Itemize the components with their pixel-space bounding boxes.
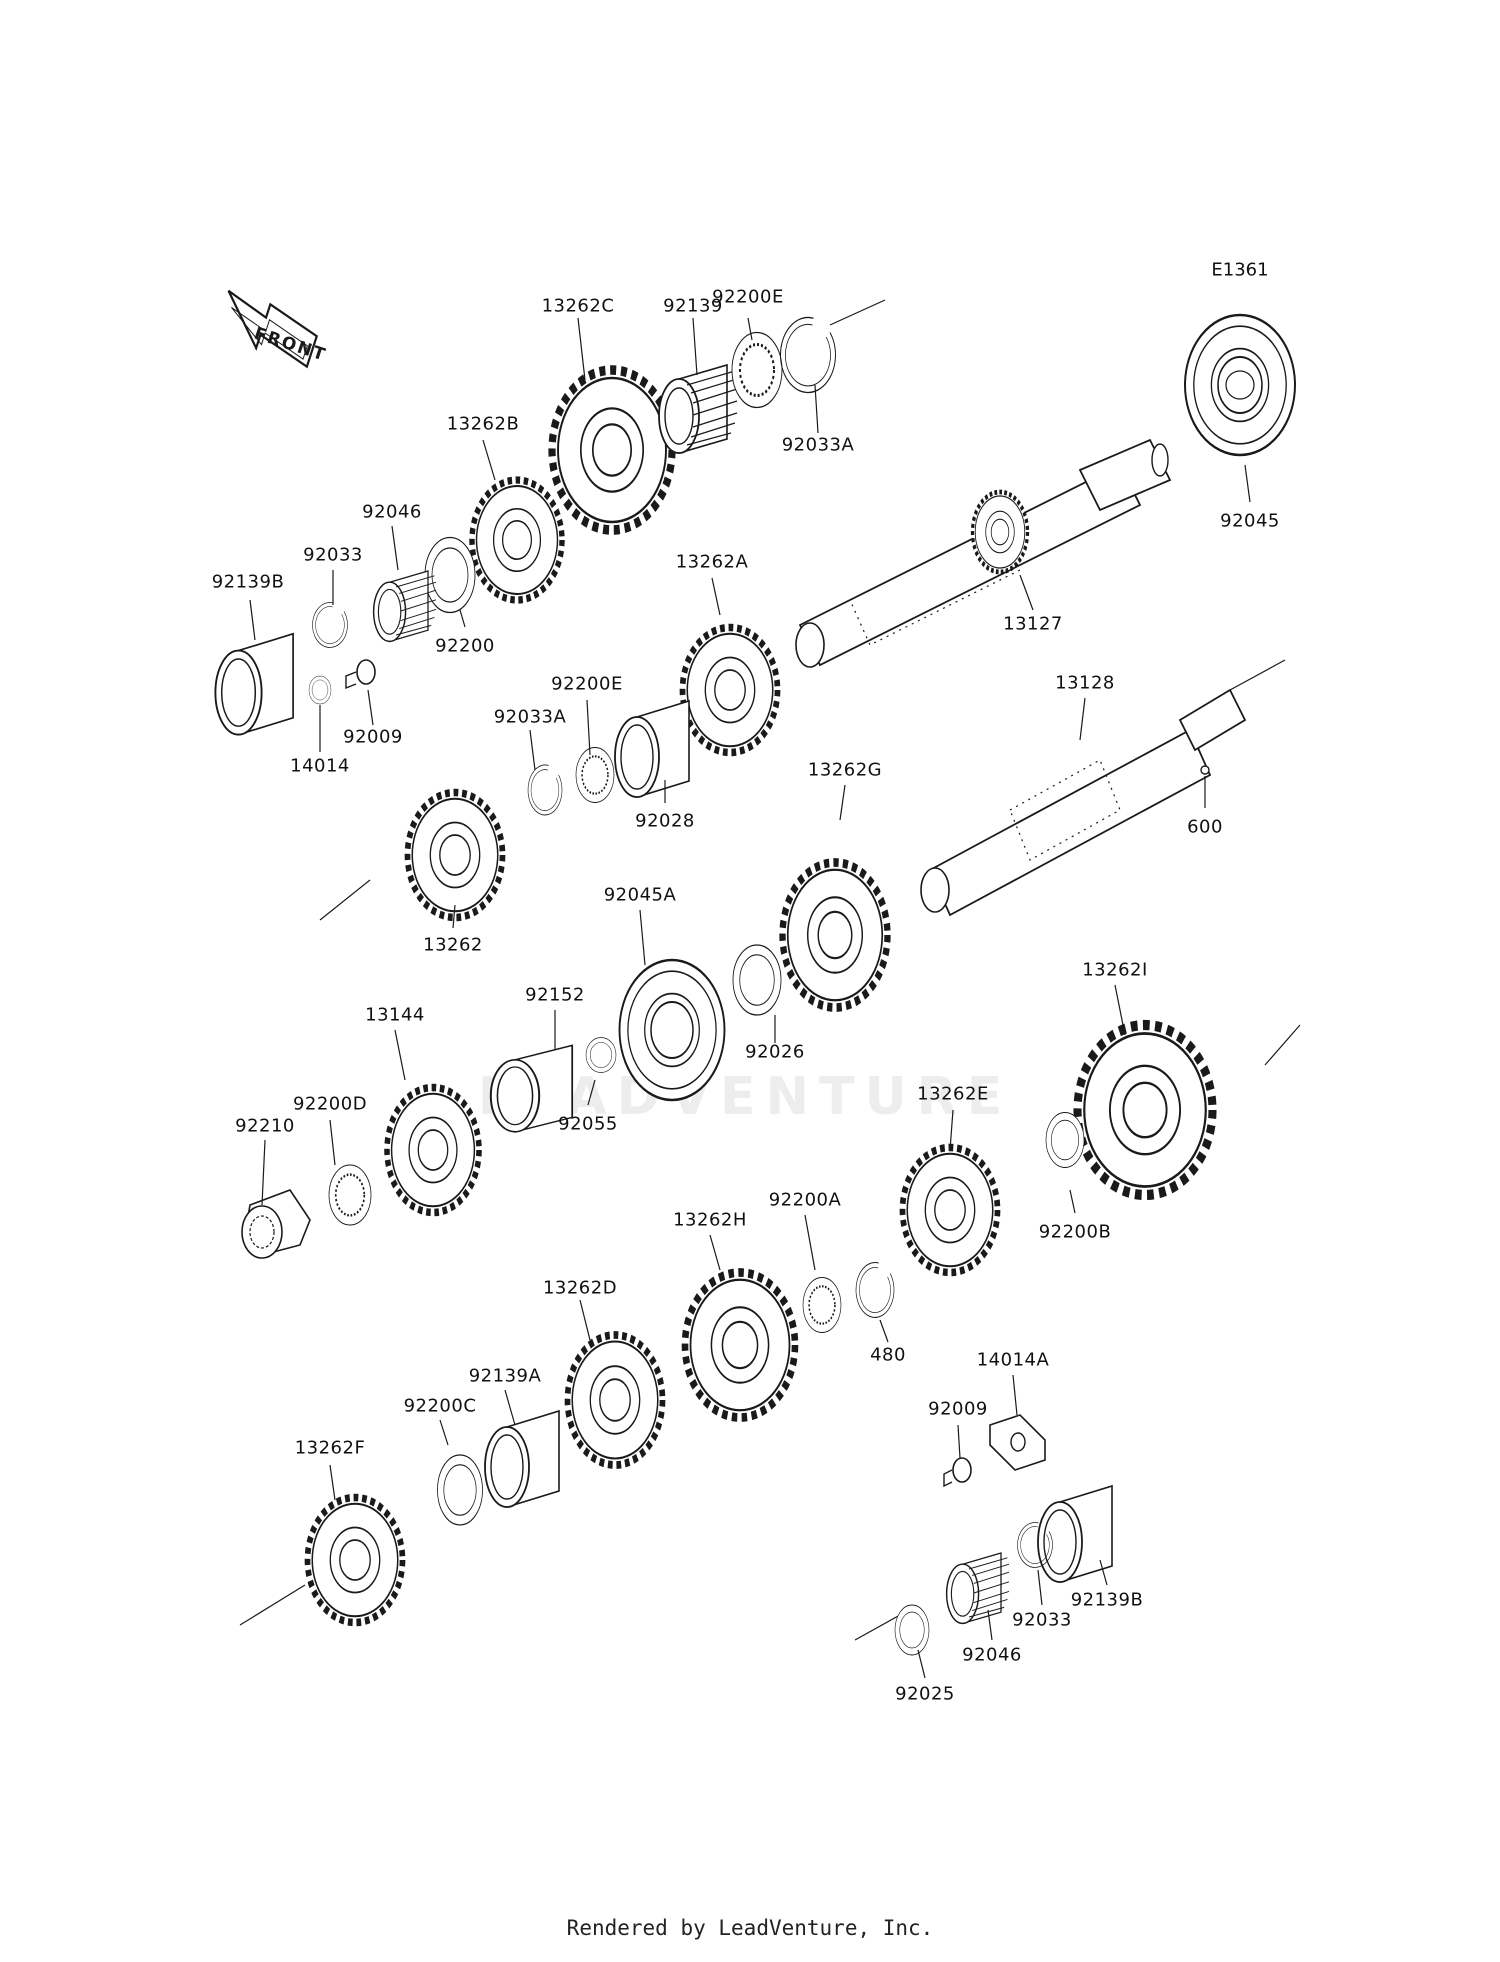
washer-92026-shape: [732, 944, 782, 1016]
oring-92055-shape: [585, 1037, 617, 1073]
nut-92210-shape: [241, 1189, 311, 1259]
bearing-92045a-shape: [618, 958, 726, 1102]
part-label-92033a-mid[interactable]: 92033A: [493, 706, 567, 728]
gear-13262h-shape: [685, 1273, 795, 1418]
front-arrow-icon: [227, 289, 319, 369]
gear-13262a-shape: [683, 628, 778, 753]
circlip-480-shape: [855, 1261, 895, 1318]
part-label-92046-bot[interactable]: 92046: [962, 1644, 1022, 1666]
washer-92200e-top-shape: [730, 331, 784, 409]
washer-92200b-shape: [1045, 1112, 1085, 1168]
part-label-92200c[interactable]: 92200C: [403, 1395, 477, 1417]
part-label-13262f[interactable]: 13262F: [294, 1437, 366, 1459]
gear-13262e-shape: [903, 1148, 998, 1273]
washer-92200a-shape: [801, 1276, 843, 1334]
diagram-code: E1361: [1211, 259, 1269, 281]
part-label-13262e[interactable]: 13262E: [917, 1083, 989, 1105]
part-label-13262d[interactable]: 13262D: [542, 1277, 618, 1299]
gear-13262c-shape: [552, 370, 672, 530]
part-label-13262g[interactable]: 13262G: [807, 759, 883, 781]
part-label-13127[interactable]: 13127: [1003, 613, 1063, 635]
part-label-92152[interactable]: 92152: [525, 984, 585, 1006]
gear-13262-shape: [408, 793, 503, 918]
washer-92200d-shape: [327, 1163, 373, 1227]
part-label-600[interactable]: 600: [1187, 816, 1223, 838]
part-label-92033a-top[interactable]: 92033A: [781, 434, 855, 456]
part-label-92200d[interactable]: 92200D: [292, 1093, 368, 1115]
part-label-92028[interactable]: 92028: [635, 810, 695, 832]
part-label-92210[interactable]: 92210: [235, 1115, 295, 1137]
part-label-13144[interactable]: 13144: [365, 1004, 425, 1026]
part-label-92200e-top[interactable]: 92200E: [712, 286, 784, 308]
part-label-92139a[interactable]: 92139A: [468, 1365, 542, 1387]
part-label-92139[interactable]: 92139: [663, 295, 723, 317]
assembly-axis-lines: [239, 299, 1301, 1641]
part-label-92139b-bot[interactable]: 92139B: [1070, 1589, 1144, 1611]
gear-13262i-shape: [1078, 1025, 1213, 1195]
sleeve-92139b-top-shape: [214, 632, 295, 736]
part-label-92046-top[interactable]: 92046: [362, 501, 422, 523]
gear-13262f-shape: [308, 1498, 403, 1623]
part-label-92200b[interactable]: 92200B: [1038, 1221, 1112, 1243]
screw-92009-bot-shape: [943, 1457, 972, 1488]
part-label-92055[interactable]: 92055: [558, 1113, 618, 1135]
washer-92200c-shape: [436, 1454, 484, 1526]
needle-bearing-92139-shape: [658, 364, 738, 454]
washer-92200e-mid-shape: [574, 746, 616, 804]
part-label-92200a[interactable]: 92200A: [768, 1189, 842, 1211]
plate-14014a-shape: [989, 1414, 1046, 1471]
leader-lines: [249, 317, 1251, 1679]
gear-13262b-shape: [472, 480, 562, 600]
part-label-92009-bot[interactable]: 92009: [928, 1398, 988, 1420]
part-label-92033-top[interactable]: 92033: [303, 544, 363, 566]
part-label-13262a[interactable]: 13262A: [675, 551, 749, 573]
part-label-92200-top[interactable]: 92200: [435, 635, 495, 657]
part-label-14014[interactable]: 14014: [290, 755, 350, 777]
part-label-480[interactable]: 480: [870, 1344, 906, 1366]
part-label-13262c[interactable]: 13262C: [541, 295, 615, 317]
gear-13262d-shape: [568, 1335, 663, 1465]
sprocket-13144-shape: [387, 1088, 479, 1213]
sleeve-92139a-shape: [484, 1410, 560, 1508]
shaft-13128-shape: [920, 688, 1247, 917]
screw-92009-top-shape: [345, 659, 376, 690]
bearing-92045-shape: [1183, 313, 1297, 457]
part-label-13262i[interactable]: 13262I: [1082, 959, 1148, 981]
part-label-92009-top[interactable]: 92009: [343, 726, 403, 748]
part-label-92033-bot[interactable]: 92033: [1012, 1609, 1072, 1631]
part-label-92139b-top[interactable]: 92139B: [211, 571, 285, 593]
shaft-13127-shape: [795, 438, 1172, 668]
washer-92025-shape: [894, 1604, 930, 1656]
part-label-13262[interactable]: 13262: [423, 934, 483, 956]
footer-credit: Rendered by LeadVenture, Inc.: [566, 1916, 934, 1940]
part-label-92045[interactable]: 92045: [1220, 510, 1280, 532]
washer-14014-shape: [308, 675, 332, 705]
gear-13262g-shape: [783, 863, 888, 1008]
circlip-92033a-mid-shape: [527, 764, 563, 816]
part-label-92045a[interactable]: 92045A: [603, 884, 677, 906]
part-label-13128[interactable]: 13128: [1055, 672, 1115, 694]
ball-600-shape: [1200, 765, 1210, 775]
part-label-13262h[interactable]: 13262H: [673, 1209, 747, 1231]
circlip-92033-top-shape: [312, 602, 348, 648]
needle-bearing-92046-bot-shape: [945, 1552, 1010, 1625]
part-label-92200e-mid[interactable]: 92200E: [551, 673, 623, 695]
circlip-92033a-top-shape: [779, 316, 837, 394]
part-label-13262b[interactable]: 13262B: [446, 413, 520, 435]
part-label-92025[interactable]: 92025: [895, 1683, 955, 1705]
part-label-92026[interactable]: 92026: [745, 1041, 805, 1063]
part-label-14014a[interactable]: 14014A: [976, 1349, 1050, 1371]
sleeve-92139b-bot-shape: [1037, 1485, 1113, 1583]
sleeve-92028-shape: [614, 700, 690, 798]
needle-bearing-92046-top-shape: [372, 570, 437, 643]
